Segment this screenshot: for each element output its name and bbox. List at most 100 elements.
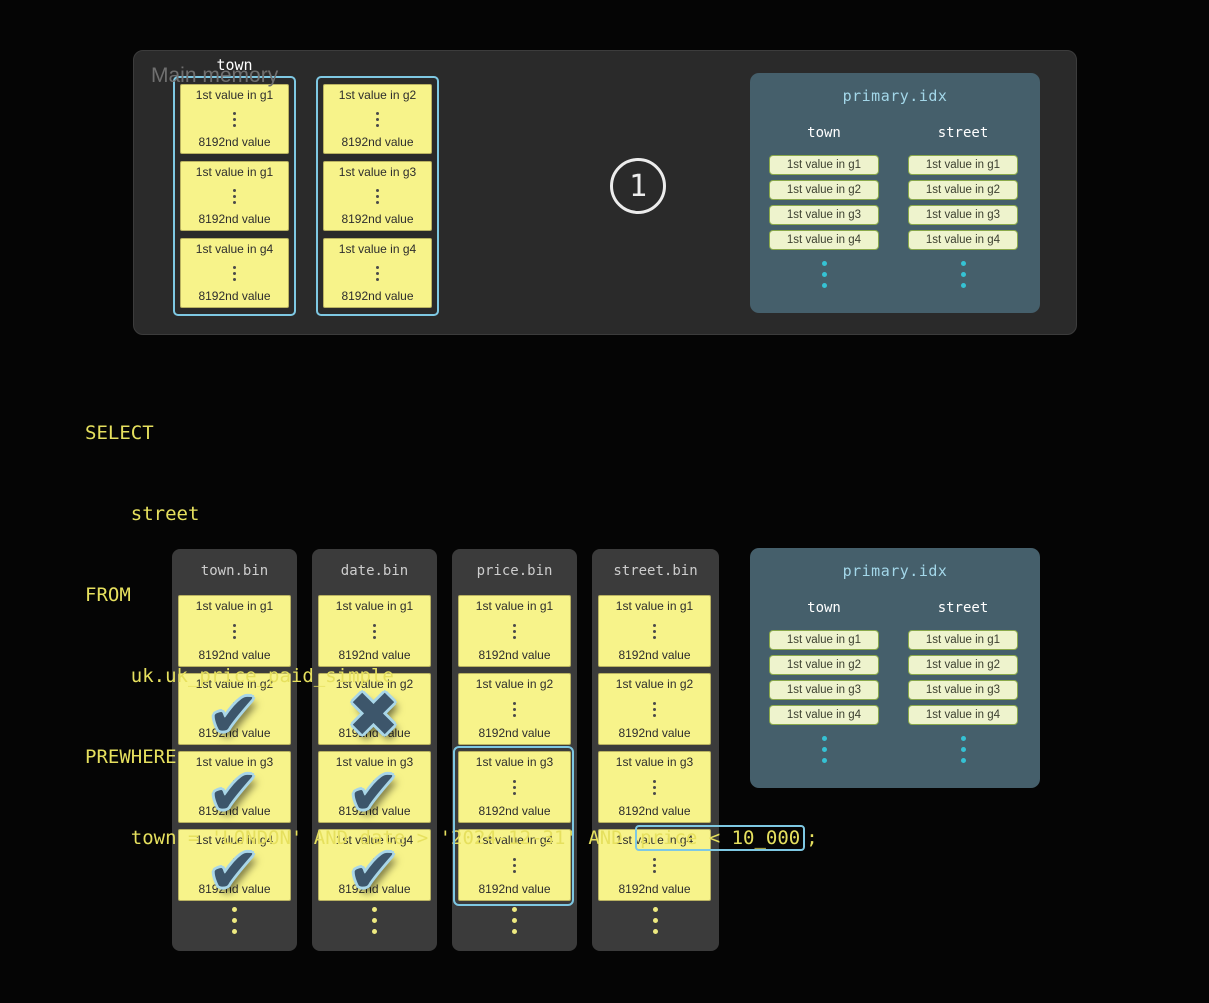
- idx-column-header: street: [937, 600, 989, 616]
- memory-town-column-header: town: [216, 56, 253, 74]
- granule-block: 1st value in g3 8192nd value: [458, 751, 571, 823]
- granule-first-value: 1st value in g1: [195, 88, 274, 102]
- vertical-ellipsis-icon: [233, 265, 236, 281]
- sql-filter-suffix: ;: [806, 827, 818, 849]
- more-granules-ellipsis-icon: [172, 907, 297, 934]
- more-entries-ellipsis-icon: [821, 736, 827, 763]
- granule-block: 1st value in g3 8192nd value: [598, 751, 711, 823]
- granule-first-value: 1st value in g1: [195, 165, 274, 179]
- granule-block: 1st value in g4 8192nd value: [598, 829, 711, 901]
- granule-block: 1st value in g1 8192nd value: [178, 595, 291, 667]
- granule-first-value: 1st value in g2: [615, 677, 694, 691]
- vertical-ellipsis-icon: [376, 188, 379, 204]
- more-granules-ellipsis-icon: [452, 907, 577, 934]
- vertical-ellipsis-icon: [233, 111, 236, 127]
- step-number: 1: [628, 168, 648, 204]
- vertical-ellipsis-icon: [513, 857, 516, 873]
- idx-street-column: street 1st value in g1 1st value in g2 1…: [908, 125, 1018, 288]
- granule-block: 1st value in g1 8192nd value: [318, 595, 431, 667]
- granule-first-value: 1st value in g2: [195, 677, 274, 691]
- granule-block: 1st value in g1 8192nd value: [458, 595, 571, 667]
- vertical-ellipsis-icon: [653, 701, 656, 717]
- granule-block: 1st value in g2 8192nd value: [598, 673, 711, 745]
- vertical-ellipsis-icon: [513, 779, 516, 795]
- granule-block: 1st value in g4 8192nd value: [180, 238, 289, 308]
- granule-first-value: 1st value in g2: [475, 677, 554, 691]
- granule-first-value: 1st value in g3: [475, 755, 554, 769]
- granule-first-value: 1st value in g3: [195, 755, 274, 769]
- sql-filter-prefix: town = 'LONDON' AND date > '2024-12-31' …: [85, 827, 635, 849]
- granule-first-value: 1st value in g3: [338, 165, 417, 179]
- vertical-ellipsis-icon: [376, 265, 379, 281]
- granule-block: 1st value in g2 8192nd value: [323, 84, 432, 154]
- granule-block: 1st value in g1 8192nd value: [180, 161, 289, 231]
- granule-last-value: 8192nd value: [198, 881, 271, 896]
- more-entries-ellipsis-icon: [960, 261, 966, 288]
- vertical-ellipsis-icon: [513, 623, 516, 639]
- memory-granule-group-1: 1st value in g1 8192nd value 1st value i…: [173, 76, 296, 316]
- bin-file-name: price.bin: [476, 563, 553, 579]
- idx-entry: 1st value in g3: [769, 205, 879, 225]
- memory-granule-group-2: 1st value in g2 8192nd value 1st value i…: [316, 76, 439, 316]
- primary-idx-panel-top: primary.idx town 1st value in g1 1st val…: [750, 73, 1040, 313]
- sql-query: SELECT street FROM uk.uk_price_paid_simp…: [85, 366, 818, 906]
- granule-first-value: 1st value in g4: [335, 833, 414, 847]
- idx-entry: 1st value in g1: [769, 155, 879, 175]
- more-entries-ellipsis-icon: [821, 261, 827, 288]
- granule-last-value: 8192nd value: [618, 881, 691, 896]
- idx-entry: 1st value in g1: [908, 155, 1018, 175]
- primary-idx-title: primary.idx: [842, 562, 948, 580]
- idx-town-column: town 1st value in g1 1st value in g2 1st…: [769, 600, 879, 763]
- step-1-badge: 1: [610, 158, 666, 214]
- granule-last-value: 8192nd value: [338, 803, 411, 818]
- more-granules-ellipsis-icon: [592, 907, 719, 934]
- granule-last-value: 8192nd value: [198, 134, 271, 149]
- idx-entry: 1st value in g4: [769, 705, 879, 725]
- granule-first-value: 1st value in g1: [615, 599, 694, 613]
- granule-last-value: 8192nd value: [338, 725, 411, 740]
- vertical-ellipsis-icon: [653, 779, 656, 795]
- idx-column-header: town: [807, 600, 841, 616]
- idx-street-column: street 1st value in g1 1st value in g2 1…: [908, 600, 1018, 763]
- main-memory-label: Main memory: [151, 64, 279, 87]
- vertical-ellipsis-icon: [373, 701, 376, 717]
- idx-entry: 1st value in g2: [908, 655, 1018, 675]
- granule-first-value: 1st value in g2: [338, 88, 417, 102]
- idx-entry: 1st value in g2: [769, 180, 879, 200]
- granule-first-value: 1st value in g3: [335, 755, 414, 769]
- granule-first-value: 1st value in g1: [335, 599, 414, 613]
- granule-block: 1st value in g1 8192nd value: [180, 84, 289, 154]
- sql-line: SELECT: [85, 422, 154, 444]
- sql-line: PREWHERE: [85, 746, 177, 768]
- vertical-ellipsis-icon: [653, 623, 656, 639]
- granule-last-value: 8192nd value: [478, 881, 551, 896]
- selected-granules-outline: [453, 746, 574, 906]
- granule-block: 1st value in g4 8192nd value: [323, 238, 432, 308]
- bin-file-name: date.bin: [340, 563, 409, 579]
- granule-last-value: 8192nd value: [478, 725, 551, 740]
- granule-block: 1st value in g4 8192nd value: [458, 829, 571, 901]
- idx-entry: 1st value in g4: [769, 230, 879, 250]
- vertical-ellipsis-icon: [233, 188, 236, 204]
- idx-entry: 1st value in g2: [908, 180, 1018, 200]
- bin-granules: 1st value in g1 8192nd value 1st value i…: [458, 595, 571, 901]
- granule-first-value: 1st value in g1: [195, 599, 274, 613]
- idx-entry: 1st value in g1: [769, 630, 879, 650]
- granule-last-value: 8192nd value: [198, 211, 271, 226]
- vertical-ellipsis-icon: [653, 857, 656, 873]
- granule-last-value: 8192nd value: [338, 647, 411, 662]
- granule-first-value: 1st value in g1: [475, 599, 554, 613]
- more-granules-ellipsis-icon: [312, 907, 437, 934]
- granule-first-value: 1st value in g4: [475, 833, 554, 847]
- more-entries-ellipsis-icon: [960, 736, 966, 763]
- primary-idx-title: primary.idx: [842, 87, 948, 105]
- vertical-ellipsis-icon: [233, 779, 236, 795]
- granule-last-value: 8192nd value: [198, 803, 271, 818]
- vertical-ellipsis-icon: [233, 857, 236, 873]
- vertical-ellipsis-icon: [233, 701, 236, 717]
- bin-file-name: town.bin: [200, 563, 269, 579]
- bin-file-price: price.bin 1st value in g1 8192nd value 1…: [452, 549, 577, 951]
- sql-line: FROM: [85, 584, 131, 606]
- granule-last-value: 8192nd value: [618, 725, 691, 740]
